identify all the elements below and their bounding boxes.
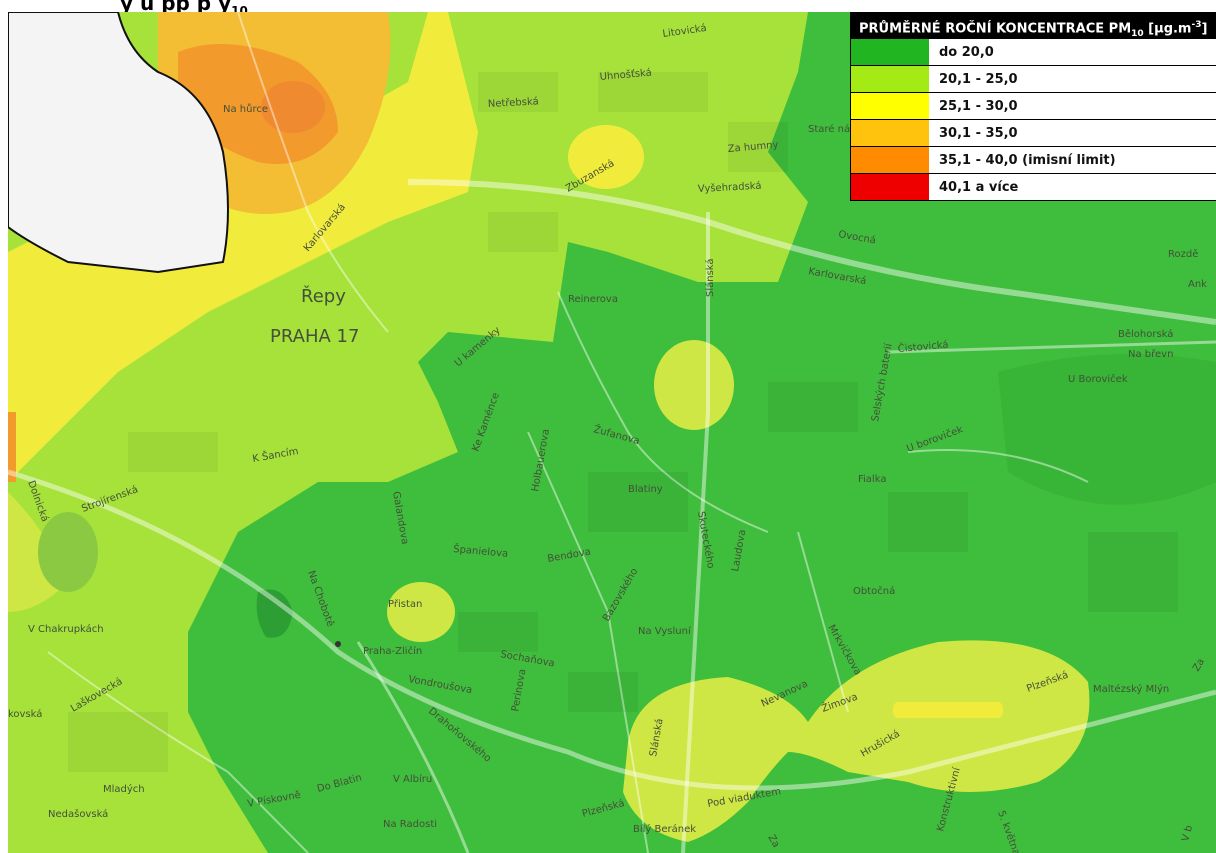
street-label: Blatiny: [628, 484, 663, 495]
district-label-repy: Řepy: [301, 285, 346, 307]
legend-title-text: PRŮMĚRNÉ ROČNÍ KONCENTRACE PM: [859, 21, 1132, 37]
street-label: Slánská: [704, 258, 716, 297]
legend-item: do 20,0: [851, 38, 1216, 65]
road-network: [8, 12, 1216, 853]
legend-swatch: [851, 39, 929, 65]
legend-swatch: [851, 174, 929, 200]
street-label: V Albíru: [393, 773, 432, 785]
zone-orange-edge: [8, 412, 16, 482]
zone-green-dark-spot: [256, 589, 293, 638]
street-label: V Chakrupkách: [28, 623, 104, 635]
zone-island-zufanova: [654, 340, 734, 430]
street-label: Uhnošťská: [599, 66, 652, 83]
station-marker: [335, 641, 341, 647]
title-text: y u pp p y: [120, 0, 232, 15]
street-label: Ank: [1188, 279, 1207, 290]
legend-swatch: [851, 120, 929, 146]
street-label: Na Vysluní: [638, 625, 692, 637]
legend-title: PRŮMĚRNÉ ROČNÍ KONCENTRACE PM10 [µg.m-3]: [851, 12, 1216, 38]
legend-title-unit: [µg.m: [1143, 21, 1192, 37]
legend-item: 20,1 - 25,0: [851, 65, 1216, 92]
street-label: Na Radosti: [383, 819, 437, 830]
street-label: Vyšehradská: [698, 180, 762, 195]
street-label: Bělohorská: [1118, 328, 1173, 340]
legend-label: 30,1 - 35,0: [939, 125, 1018, 141]
legend-label: do 20,0: [939, 44, 994, 60]
street-label: Praha-Zličín: [363, 645, 422, 657]
legend-label: 40,1 a více: [939, 179, 1019, 195]
street-label: V b: [1180, 824, 1195, 843]
zone-excluded-area: [8, 12, 229, 274]
zone-yellow-zbuzanska: [568, 125, 644, 189]
legend-swatch: [851, 66, 929, 92]
zone-orange-core: [261, 81, 325, 133]
street-label: Za humny: [727, 140, 779, 155]
street-label: Fialka: [858, 474, 886, 485]
legend-label: 20,1 - 25,0: [939, 71, 1018, 87]
zone-olive-west: [38, 512, 98, 592]
legend-title-sup: -3: [1191, 20, 1202, 30]
district-label-praha17: PRAHA 17: [270, 326, 359, 347]
legend-item: 25,1 - 30,0: [851, 92, 1216, 119]
street-label: Mladých: [103, 783, 145, 795]
street-label: Reinerova: [568, 294, 618, 305]
map-legend: PRŮMĚRNÉ ROČNÍ KONCENTRACE PM10 [µg.m-3]…: [850, 12, 1216, 201]
zone-island-pristan: [387, 582, 455, 642]
legend-label: 25,1 - 30,0: [939, 98, 1018, 114]
street-label: U Boroviček: [1068, 373, 1128, 385]
street-label: Rozdě: [1168, 248, 1198, 260]
legend-swatch: [851, 93, 929, 119]
zone-green-dark-right: [998, 354, 1216, 505]
street-label: Obtočná: [853, 585, 895, 597]
street-label: Netřebská: [488, 95, 539, 110]
legend-swatch: [851, 147, 929, 173]
zone-yellow-plzenska: [893, 702, 1003, 718]
building-blocks: [68, 72, 1178, 772]
street-label: Nedašovská: [48, 808, 108, 820]
legend-title-sub: 10: [1131, 28, 1144, 38]
legend-item: 35,1 - 40,0 (imisní limit): [851, 146, 1216, 173]
street-label: Čistovická: [897, 338, 949, 355]
street-label: Přistan: [388, 598, 422, 610]
legend-item: 40,1 a více: [851, 173, 1216, 200]
legend-item: 30,1 - 35,0: [851, 119, 1216, 146]
legend-title-close: ]: [1201, 21, 1208, 37]
zone-corridor-plzenska: [623, 640, 1090, 842]
street-label: Bílý Beránek: [633, 823, 696, 835]
street-label: Na hůrce: [223, 103, 268, 115]
street-label: Maltézský Mlýn: [1093, 683, 1169, 695]
legend-label: 35,1 - 40,0 (imisní limit): [939, 152, 1116, 168]
legend-rows: do 20,0 20,1 - 25,0 25,1 - 30,0 30,1 - 35,0…: [851, 38, 1216, 200]
street-label: kovská: [8, 708, 42, 720]
street-label: Na břevn: [1128, 348, 1173, 360]
